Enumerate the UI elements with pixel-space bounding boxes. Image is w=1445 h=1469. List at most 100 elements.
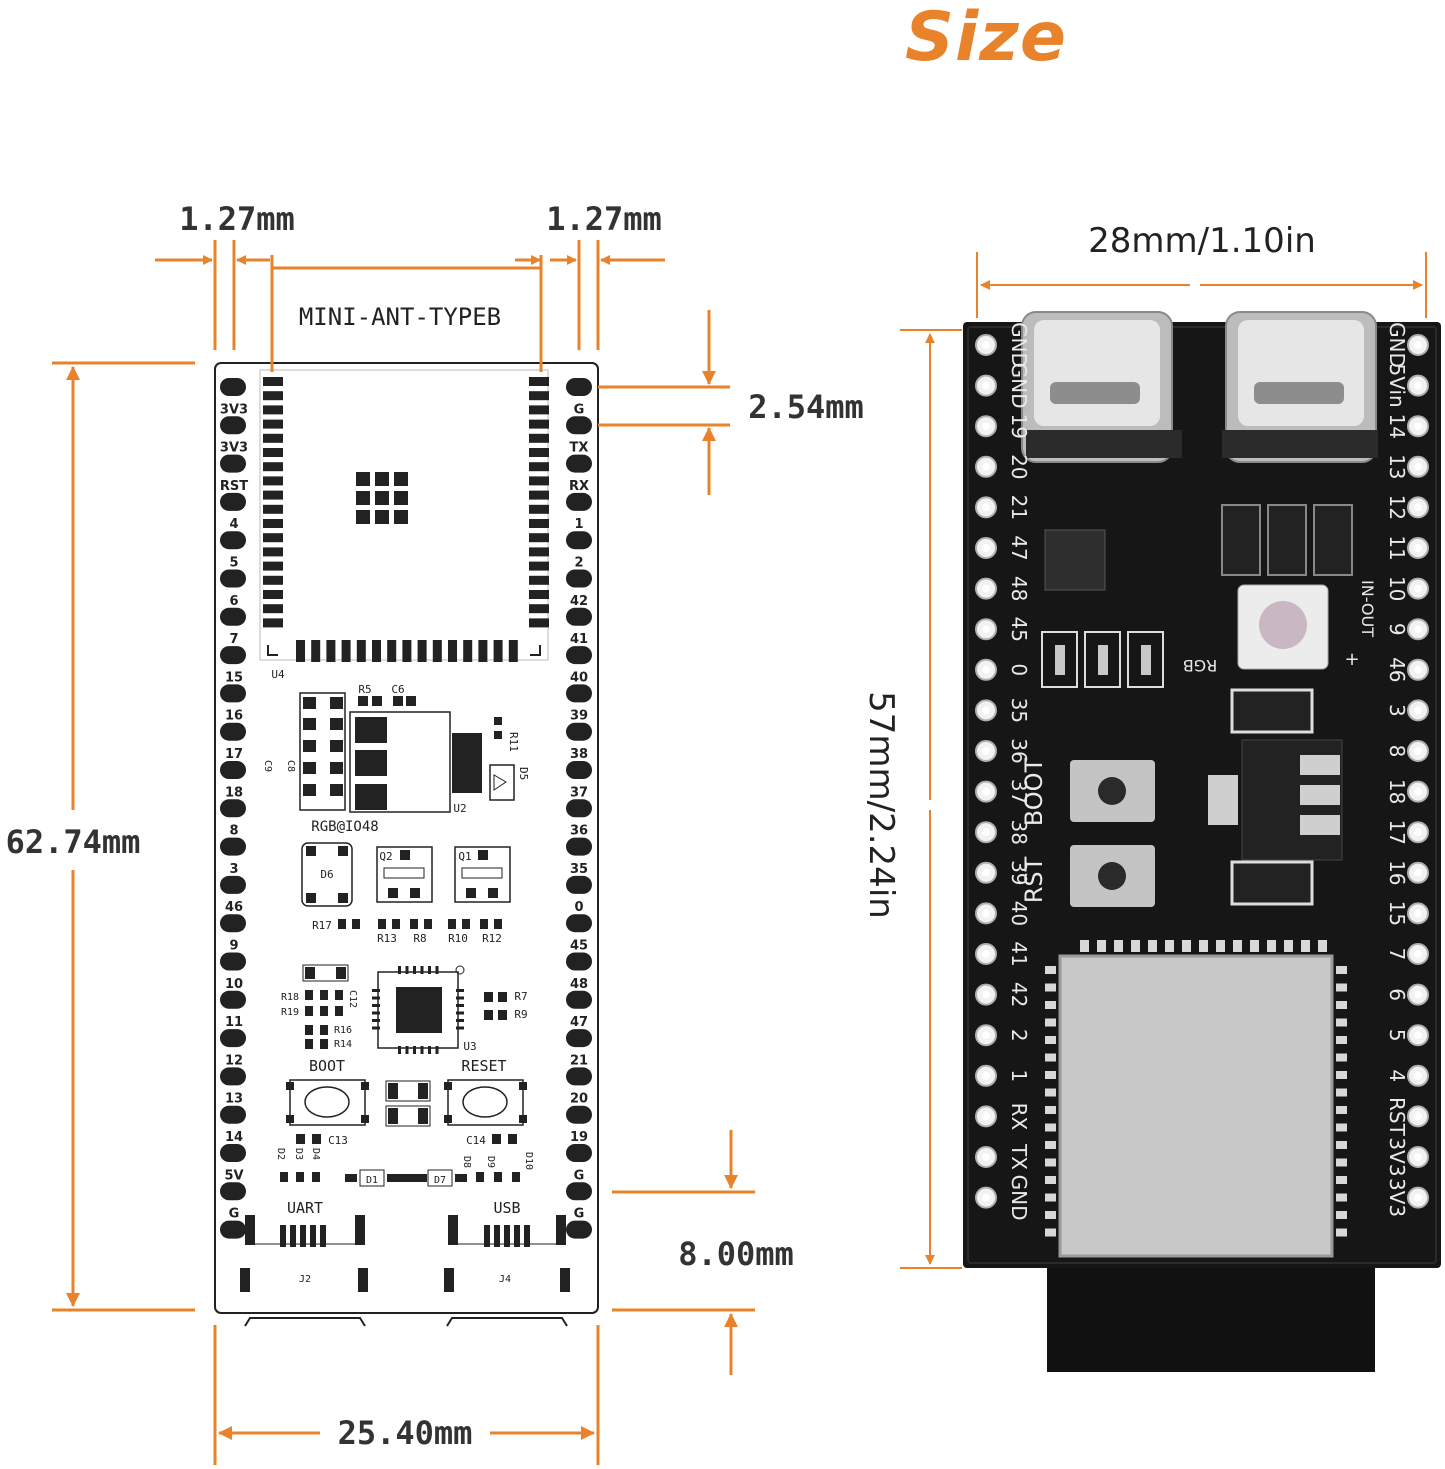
left-pin-label: 46 <box>225 900 243 915</box>
dimension-lines-right: 28mm/1.10in 57mm/2.24in <box>861 221 1427 1269</box>
module-pad <box>263 590 283 599</box>
label-r7: R7 <box>514 990 527 1003</box>
shield-pad <box>1336 1001 1347 1009</box>
chip-pin <box>372 1004 380 1007</box>
label-r17: R17 <box>312 919 332 932</box>
shield-pad <box>1045 1071 1056 1079</box>
photo-right-pin-label: RST <box>1385 1097 1409 1137</box>
right-pin-label: RX <box>569 479 589 494</box>
shield-pad <box>1182 940 1191 952</box>
module-pad <box>508 640 518 662</box>
right-pin-label: 45 <box>570 939 588 954</box>
module-pad <box>529 561 549 571</box>
right-pin-label: 36 <box>570 824 588 839</box>
module-pad <box>529 476 549 486</box>
dim-usb-depth: 8.00mm <box>678 1235 794 1273</box>
label-d1: D1 <box>366 1175 378 1186</box>
label-r9: R9 <box>514 1008 527 1021</box>
module-pad <box>529 618 549 628</box>
header-pad <box>566 952 592 971</box>
photo-left-pin-label: 35 <box>1007 698 1031 723</box>
label-r8: R8 <box>413 932 426 945</box>
header-pad <box>566 1105 592 1124</box>
header-pad <box>566 569 592 588</box>
dim-photo-height: 57mm/2.24in <box>861 691 901 919</box>
header-pad <box>220 1144 246 1162</box>
header-pad <box>566 1182 592 1201</box>
shield-pad <box>1045 1036 1056 1044</box>
pin-hole-center <box>982 787 990 796</box>
pin-hole-center <box>1414 747 1422 755</box>
label-c8: C8 <box>285 760 296 772</box>
shield-pad <box>1045 1228 1056 1237</box>
rf-shield <box>1058 954 1334 1258</box>
pin-hole-center <box>1414 503 1422 512</box>
pin-hole-center <box>982 1031 990 1040</box>
right-pin-label: 0 <box>574 900 583 915</box>
photo-left-pin-holes: GNDGND1920214748450353637383940414221RXT… <box>975 322 1031 1221</box>
module-pad <box>529 377 549 386</box>
label-r16: R16 <box>334 1025 352 1036</box>
board-photo: 28mm/1.10in 57mm/2.24in <box>861 221 1441 1372</box>
chip-pin <box>372 1019 380 1022</box>
header-pad <box>566 1220 592 1239</box>
module-pad <box>529 575 549 585</box>
module-pad <box>296 640 305 662</box>
module-pad <box>326 640 336 662</box>
chip-pin <box>405 966 409 974</box>
header-pad <box>220 914 246 933</box>
module-pad <box>529 490 549 500</box>
pin-hole-center <box>982 1112 990 1121</box>
shield-pad <box>1336 1036 1347 1044</box>
thermal-pad <box>356 510 370 524</box>
dim-pin-edge-right: 1.27mm <box>546 200 662 238</box>
pin-hole-center <box>1414 584 1422 593</box>
thermal-pad <box>394 472 408 486</box>
header-pad <box>566 607 592 626</box>
module-pad <box>263 618 283 628</box>
module-pad <box>478 640 488 662</box>
label-rgb: RGB@IO48 <box>311 819 378 835</box>
label-d8: D8 <box>461 1156 472 1168</box>
pin-hole-center <box>1414 665 1422 674</box>
chip-pin <box>420 1046 424 1054</box>
module-pad <box>263 462 283 472</box>
shield-pad <box>1267 940 1276 952</box>
dimension-lines-left: 1.27mm 1.27mm 2.54mm 62.74mm 8.00mm <box>6 200 864 1465</box>
module-pad <box>529 604 549 614</box>
shield-pad <box>1148 940 1157 952</box>
photo-left-pin-label: 39 <box>1007 860 1031 885</box>
shield-pad <box>1336 1106 1347 1114</box>
right-pin-label: 35 <box>570 862 588 877</box>
pin-hole-center <box>1414 990 1422 999</box>
photo-left-pin-label: 19 <box>1007 413 1031 438</box>
thermal-pad <box>375 491 389 505</box>
label-d5: D5 <box>517 767 530 780</box>
module-pad <box>263 575 283 585</box>
photo-left-pin-label: 1 <box>1007 1069 1031 1082</box>
left-pin-label: 7 <box>229 632 238 647</box>
pin-hole-center <box>982 990 990 999</box>
diode-row: D2 D3 D4 D1 D7 D8 D9 D10 <box>275 1148 534 1187</box>
shield-pad <box>1336 1123 1347 1132</box>
photo-right-pin-label: 14 <box>1385 413 1409 438</box>
shield-pad <box>1336 1211 1347 1219</box>
label-r19: R19 <box>281 1007 299 1018</box>
left-pin-label: 5V <box>224 1168 243 1183</box>
pin-hole-center <box>1414 787 1422 796</box>
pin-hole-center <box>1414 868 1422 877</box>
left-pin-label: 14 <box>225 1130 243 1145</box>
shield-pad <box>1045 1106 1056 1114</box>
module-pad <box>263 490 283 500</box>
label-r11: R11 <box>507 732 520 752</box>
shield-pad <box>1045 1176 1056 1184</box>
module-pad <box>493 640 503 662</box>
chip-pin <box>456 1019 464 1022</box>
header-pad <box>220 1182 246 1201</box>
left-pin-label: 15 <box>225 670 243 685</box>
module-pad <box>432 640 442 662</box>
dim-pin-pitch: 2.54mm <box>748 388 864 426</box>
left-pin-label: 11 <box>225 1015 243 1030</box>
photo-left-pin-label: 45 <box>1007 616 1031 641</box>
